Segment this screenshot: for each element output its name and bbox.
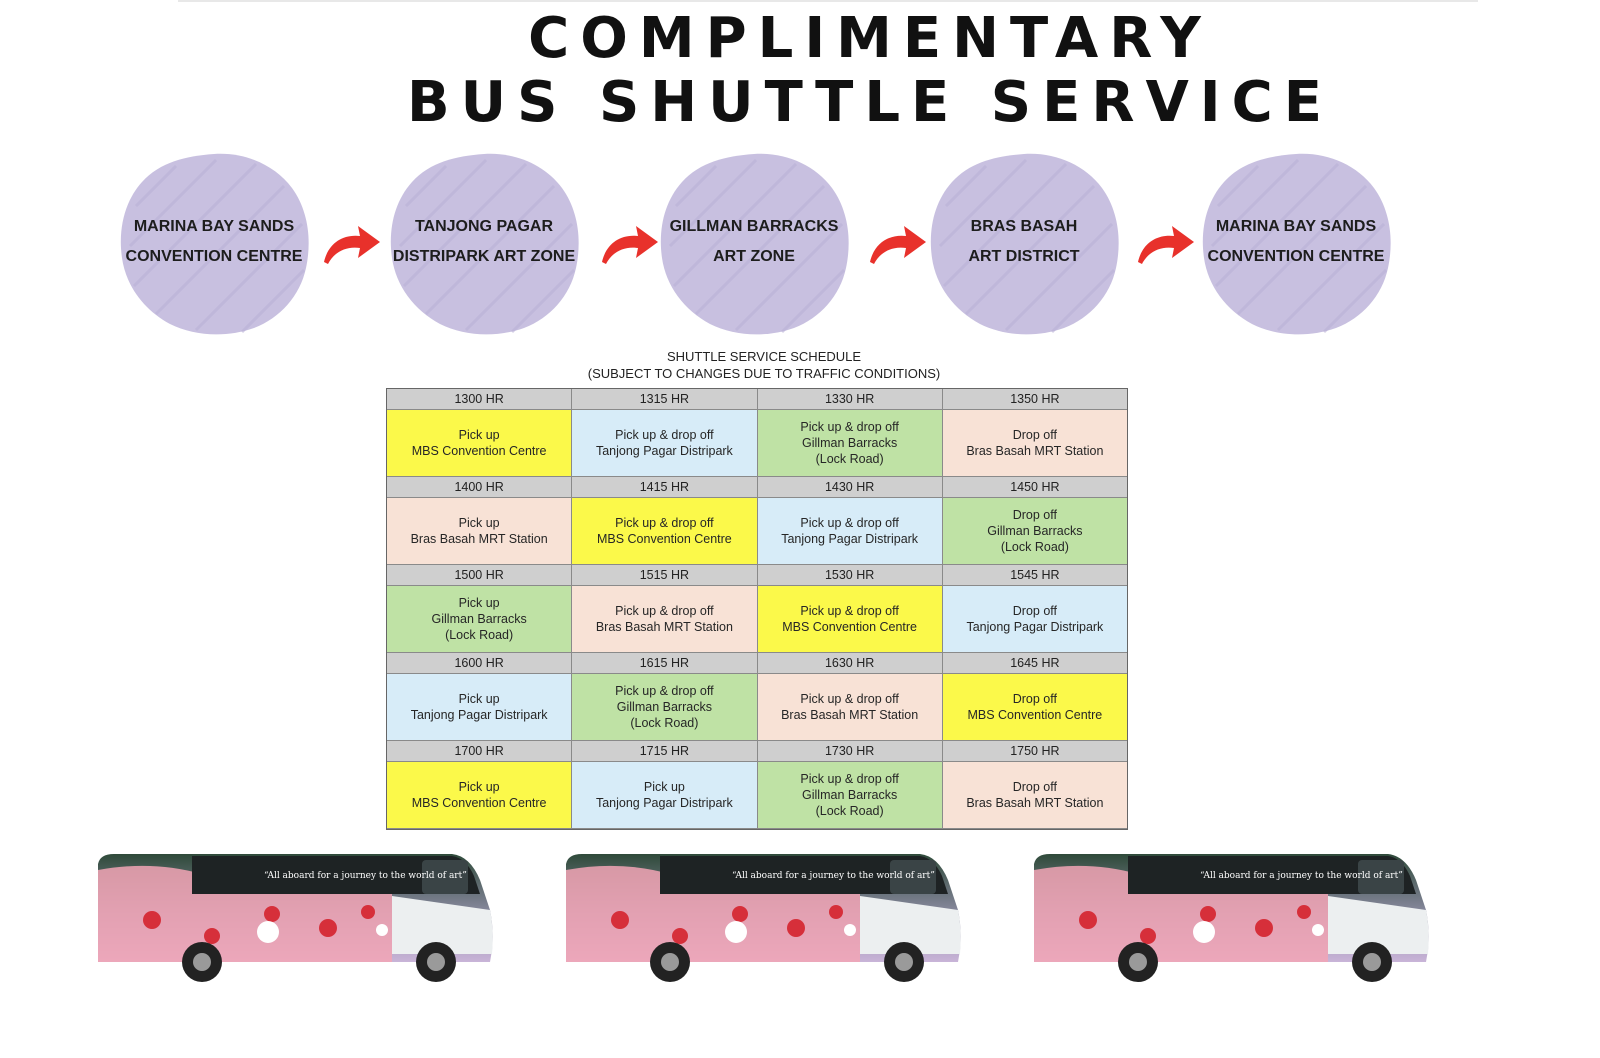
route-stop-label: GILLMAN BARRACKS ART ZONE	[636, 212, 872, 272]
route-stop-label: MARINA BAY SANDS CONVENTION CENTRE	[1178, 212, 1414, 272]
curved-arrow-icon	[1138, 226, 1194, 264]
route-stop-label: TANJONG PAGAR DISTRIPARK ART ZONE	[366, 212, 602, 272]
schedule-time-cell: 1430 HR	[757, 477, 943, 498]
schedule-stop-cell: Pick up MBS Convention Centre	[387, 762, 573, 829]
page-title-line2: BUS SHUTTLE SERVICE	[406, 70, 1333, 135]
schedule-time-cell: 1600 HR	[387, 653, 573, 674]
schedule-stop-cell: Pick up & drop off Bras Basah MRT Statio…	[757, 674, 943, 741]
schedule-time-cell: 1330 HR	[757, 389, 943, 410]
scribble-circle-icon	[120, 153, 309, 335]
schedule-time-cell: 1645 HR	[942, 653, 1127, 674]
scribble-circle-icon	[930, 153, 1119, 335]
schedule-stop-cell: Pick up MBS Convention Centre	[387, 410, 573, 477]
schedule-stop-cell: Pick up & drop off Gillman Barracks (Loc…	[572, 674, 758, 741]
schedule-stop-cell: Pick up & drop off Gillman Barracks (Loc…	[757, 410, 943, 477]
shuttle-bus-image: “All aboard for a journey to the world o…	[566, 854, 961, 982]
schedule-stop-cell: Drop off Gillman Barracks (Lock Road)	[942, 498, 1127, 565]
route-stop-name: GILLMAN BARRACKS	[669, 218, 839, 235]
schedule-time-cell: 1530 HR	[757, 565, 943, 586]
route-stop-label: MARINA BAY SANDS CONVENTION CENTRE	[96, 212, 332, 272]
schedule-stop-cell: Pick up Gillman Barracks (Lock Road)	[387, 586, 573, 653]
route-stop-name: TANJONG PAGAR	[414, 218, 554, 235]
schedule-time-cell: 1350 HR	[942, 389, 1127, 410]
schedule-time-cell: 1630 HR	[757, 653, 943, 674]
schedule-time-cell: 1750 HR	[942, 741, 1127, 762]
schedule-stop-cell: Drop off Bras Basah MRT Station	[942, 410, 1127, 477]
bus-livery-text: “All aboard for a journey to the world o…	[264, 870, 467, 881]
schedule-time-cell: 1715 HR	[572, 741, 758, 762]
curved-arrow-icon	[870, 226, 926, 264]
route-stop-area: DISTRIPARK ART ZONE	[392, 248, 576, 265]
route-stop-3: GILLMAN BARRACKS ART ZONE	[656, 146, 852, 336]
bus-livery-text: “All aboard for a journey to the world o…	[732, 870, 935, 881]
schedule-stop-cell: Drop off MBS Convention Centre	[942, 674, 1127, 741]
route-stop-name: MARINA BAY SANDS	[133, 218, 295, 235]
schedule-time-cell: 1500 HR	[387, 565, 573, 586]
schedule-time-cell: 1730 HR	[757, 741, 943, 762]
shuttle-bus-image: “All aboard for a journey to the world o…	[1034, 854, 1429, 982]
curved-arrow-icon	[324, 226, 380, 264]
schedule-stop-cell: Pick up & drop off MBS Convention Centre	[572, 498, 758, 565]
route-stop-name: MARINA BAY SANDS	[1215, 218, 1377, 235]
curved-arrow-icon	[602, 226, 658, 264]
route-stop-area: ART DISTRICT	[968, 248, 1080, 265]
schedule-title: SHUTTLE SERVICE SCHEDULE	[666, 349, 862, 364]
route-stop-4: BRAS BASAH ART DISTRICT	[926, 146, 1122, 336]
route-stop-label: BRAS BASAH ART DISTRICT	[906, 212, 1142, 272]
route-stop-area: CONVENTION CENTRE	[125, 248, 303, 265]
schedule-stop-cell: Pick up Tanjong Pagar Distripark	[387, 674, 573, 741]
schedule-stop-cell: Pick up & drop off Tanjong Pagar Distrip…	[572, 410, 758, 477]
route-stop-5: MARINA BAY SANDS CONVENTION CENTRE	[1198, 146, 1394, 336]
shuttle-bus-image: “All aboard for a journey to the world o…	[98, 854, 493, 982]
schedule-stop-cell: Drop off Tanjong Pagar Distripark	[942, 586, 1127, 653]
schedule-time-cell: 1300 HR	[387, 389, 573, 410]
schedule-stop-cell: Pick up Bras Basah MRT Station	[387, 498, 573, 565]
schedule-stop-cell: Drop off Bras Basah MRT Station	[942, 762, 1127, 829]
schedule-subtitle: (SUBJECT TO CHANGES DUE TO TRAFFIC CONDI…	[587, 366, 941, 381]
page-title-line1: COMPLIMENTARY	[528, 6, 1212, 71]
scribble-circle-icon	[1202, 153, 1391, 335]
schedule-stop-cell: Pick up & drop off MBS Convention Centre	[757, 586, 943, 653]
schedule-time-cell: 1545 HR	[942, 565, 1127, 586]
top-divider	[178, 0, 1478, 2]
schedule-stop-row: Pick up Gillman Barracks (Lock Road)Pick…	[387, 586, 1127, 653]
scribble-circle-icon	[660, 153, 849, 335]
schedule-time-cell: 1615 HR	[572, 653, 758, 674]
schedule-time-cell: 1415 HR	[572, 477, 758, 498]
schedule-stop-cell: Pick up Tanjong Pagar Distripark	[572, 762, 758, 829]
schedule-stop-cell: Pick up & drop off Bras Basah MRT Statio…	[572, 586, 758, 653]
bus-livery-text: “All aboard for a journey to the world o…	[1200, 870, 1403, 881]
schedule-time-cell: 1400 HR	[387, 477, 573, 498]
schedule-stop-cell: Pick up & drop off Tanjong Pagar Distrip…	[757, 498, 943, 565]
schedule-stop-cell: Pick up & drop off Gillman Barracks (Loc…	[757, 762, 943, 829]
route-stop-2: TANJONG PAGAR DISTRIPARK ART ZONE	[386, 146, 582, 336]
route-stop-1: MARINA BAY SANDS CONVENTION CENTRE	[116, 146, 312, 336]
schedule-time-cell: 1700 HR	[387, 741, 573, 762]
scribble-circle-icon	[390, 153, 579, 335]
schedule-time-cell: 1450 HR	[942, 477, 1127, 498]
route-stop-area: ART ZONE	[713, 248, 795, 265]
schedule-time-cell: 1515 HR	[572, 565, 758, 586]
schedule-time-cell: 1315 HR	[572, 389, 758, 410]
route-stop-name: BRAS BASAH	[970, 218, 1078, 235]
route-stop-area: CONVENTION CENTRE	[1207, 248, 1385, 265]
